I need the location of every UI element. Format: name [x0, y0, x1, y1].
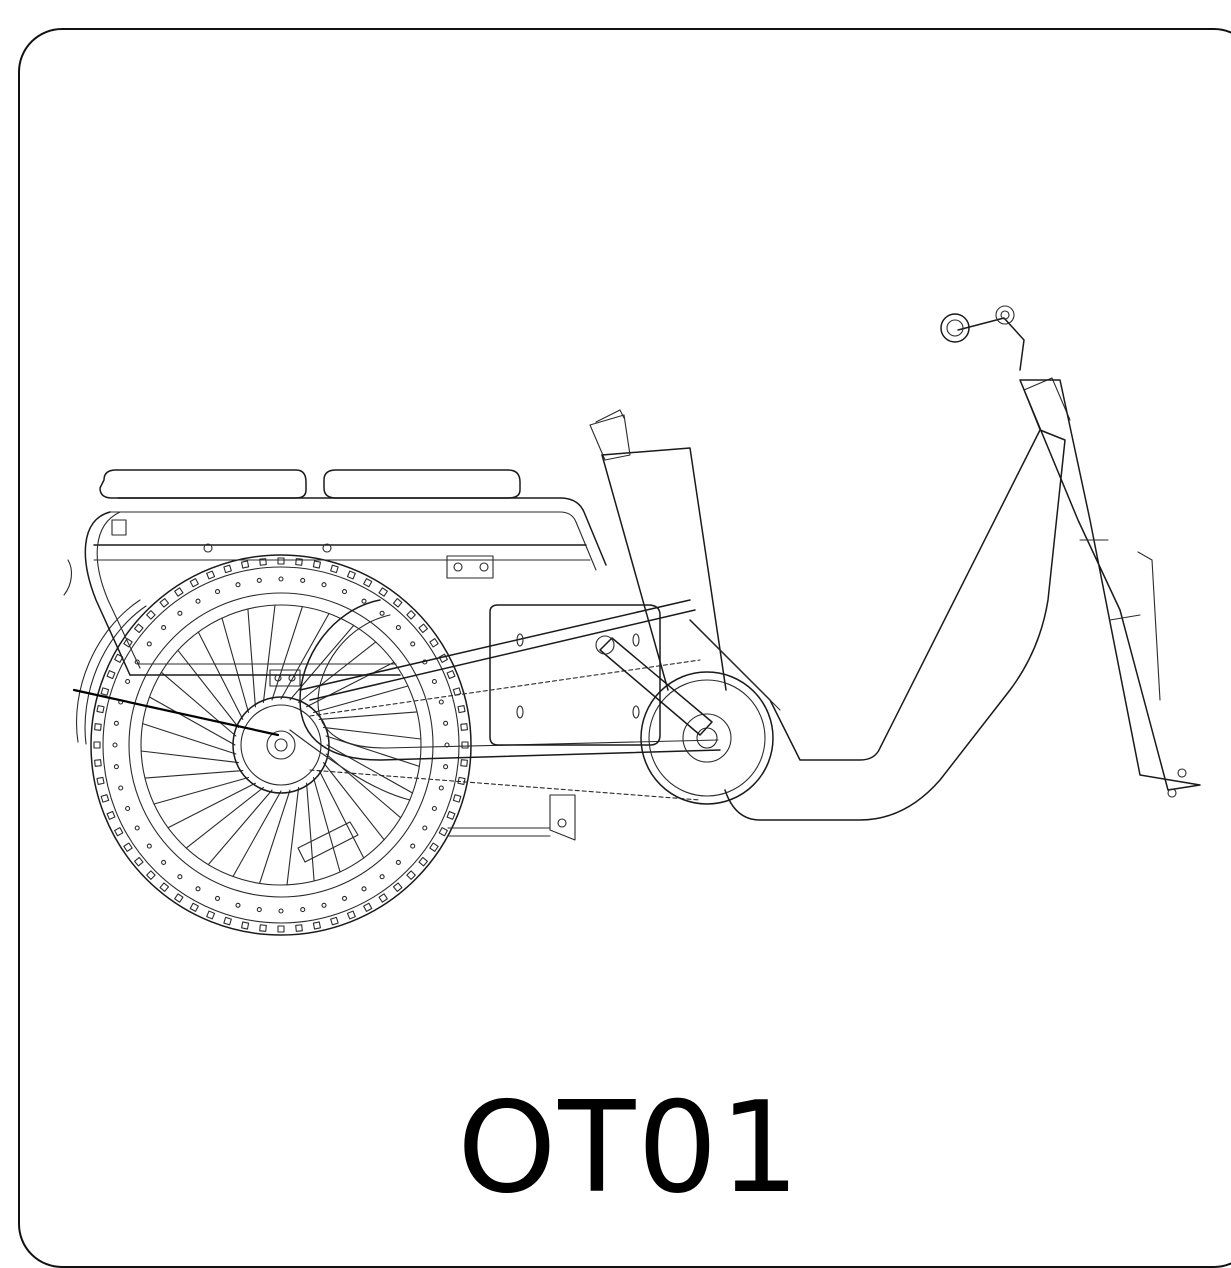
rear-fender: [76, 599, 147, 745]
chain: [309, 659, 701, 801]
brake-cable: [72, 688, 411, 801]
main-frame: [689, 377, 1071, 821]
battery-box: [489, 604, 661, 746]
seat-post: [589, 409, 727, 691]
rear-swingarm: [269, 599, 721, 761]
pedal: [297, 821, 359, 863]
chainring: [595, 635, 774, 805]
rear-rack: [63, 469, 607, 676]
cargo-ebike-line-drawing-icon: [63, 305, 1201, 936]
stem-and-handlebar: [940, 305, 1025, 371]
kickstand: [447, 794, 576, 841]
rear-wheel: [90, 554, 472, 936]
front-fork: [1019, 379, 1201, 798]
model-label: OT01: [457, 1074, 802, 1221]
